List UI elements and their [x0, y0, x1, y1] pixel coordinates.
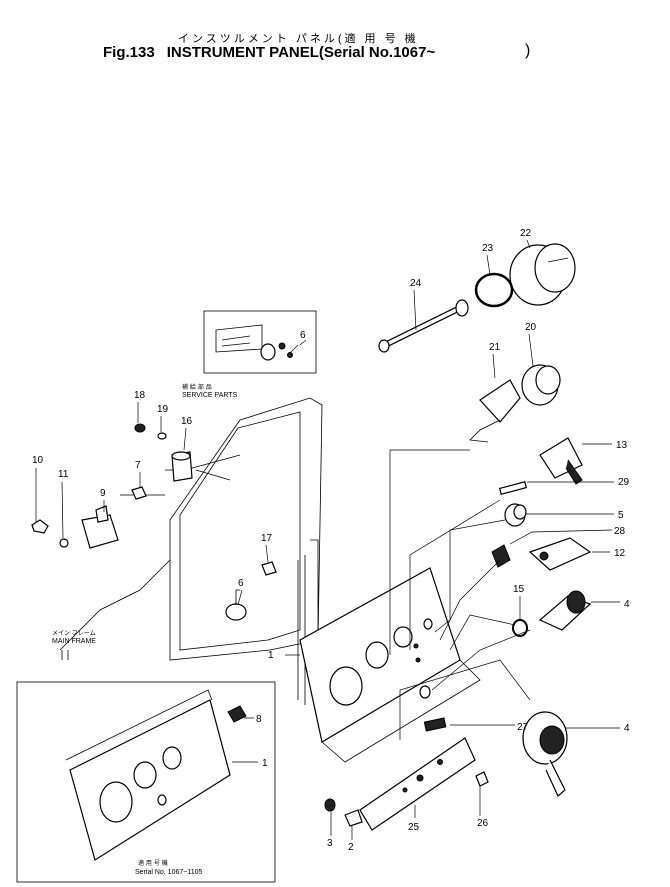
- main-frame-jp-label: メイン フレーム: [52, 630, 96, 637]
- callout-20: 20: [525, 322, 537, 333]
- screw-26: [475, 771, 489, 787]
- callout-8-inset: 8: [256, 714, 262, 725]
- callout-3: 3: [327, 838, 333, 849]
- serial-range-label: Serial No. 1067~1105: [135, 869, 202, 876]
- instrument-panel: [299, 567, 481, 763]
- cable-24: [378, 299, 469, 353]
- service-parts-inset: 補 給 部 品 SERVICE PARTS: [182, 310, 317, 399]
- callout-11: 11: [58, 469, 69, 480]
- main-frame-label: MAIN FRAME: [52, 638, 96, 645]
- callout-21: 21: [489, 342, 501, 353]
- service-parts-label: SERVICE PARTS: [182, 392, 238, 399]
- label-plate-29: [498, 481, 528, 495]
- callout-2: 2: [348, 842, 354, 853]
- leader-lines: [195, 339, 531, 740]
- gauge-20: [521, 364, 561, 406]
- callout-25: 25: [408, 822, 420, 833]
- title-closing-paren: ): [525, 42, 531, 59]
- figure-title-text: INSTRUMENT PANEL(Serial No.1067~: [166, 44, 436, 61]
- callout-22: 22: [520, 228, 532, 239]
- callout-26: 26: [477, 818, 489, 829]
- callout-28: 28: [614, 526, 626, 537]
- key-switch-14: [538, 590, 592, 631]
- switch-13: [539, 437, 583, 485]
- figure-number: Fig.133: [103, 44, 155, 61]
- lamp-5: [504, 503, 527, 527]
- callout-5: 5: [618, 510, 624, 521]
- sub-panel-25: [359, 737, 476, 831]
- washer-3: [324, 798, 336, 812]
- callout-29: 29: [618, 477, 630, 488]
- callout-7: 7: [135, 460, 141, 471]
- service-parts-jp-label: 補 給 部 品: [182, 383, 212, 391]
- washer-15: [512, 619, 528, 637]
- switch-28: [491, 544, 511, 568]
- callout-10: 10: [32, 455, 44, 466]
- left-hardware: [31, 423, 277, 621]
- callout-4-key: 4: [624, 599, 630, 610]
- bezel-21: [469, 379, 521, 443]
- callout-17: 17: [261, 533, 273, 544]
- bolt-2: [344, 809, 363, 827]
- callout-1-inset: 1: [262, 758, 268, 769]
- callout-6-service: 6: [300, 330, 306, 341]
- callout-18: 18: [134, 390, 146, 401]
- callout-27: 27: [517, 722, 529, 733]
- callout-1: 1: [268, 650, 274, 661]
- gauge-22: [509, 243, 576, 306]
- switch-12: [528, 537, 592, 571]
- ignition-switch-4: [522, 711, 568, 797]
- callout-23: 23: [482, 243, 494, 254]
- callout-9: 9: [100, 488, 106, 499]
- callout-16: 16: [181, 416, 193, 427]
- serial-range-inset: 適 用 号 機 Serial No. 1067~1105: [16, 681, 276, 883]
- callout-13: 13: [616, 440, 628, 451]
- callout-24: 24: [410, 278, 422, 289]
- callout-19: 19: [157, 404, 169, 415]
- callout-6: 6: [238, 578, 244, 589]
- callout-leaders: [35, 239, 620, 840]
- callout-15: 15: [513, 584, 525, 595]
- callout-labels: 1 1 2 3 4 4 5 6 6 7 8 9 10 11 12 13 15 1…: [32, 228, 630, 853]
- seal-ring-23: [474, 272, 514, 308]
- figure-title: Fig.133 INSTRUMENT PANEL(Serial No.1067~: [103, 44, 447, 61]
- callout-12: 12: [614, 548, 626, 559]
- main-frame: メイン フレーム MAIN FRAME: [52, 397, 323, 720]
- title-japanese: インスツルメント パネル(適 用 号 機: [178, 33, 419, 45]
- callout-4-ignition: 4: [624, 723, 630, 734]
- plate-27: [423, 717, 447, 732]
- serial-range-jp-label: 適 用 号 機: [138, 859, 168, 867]
